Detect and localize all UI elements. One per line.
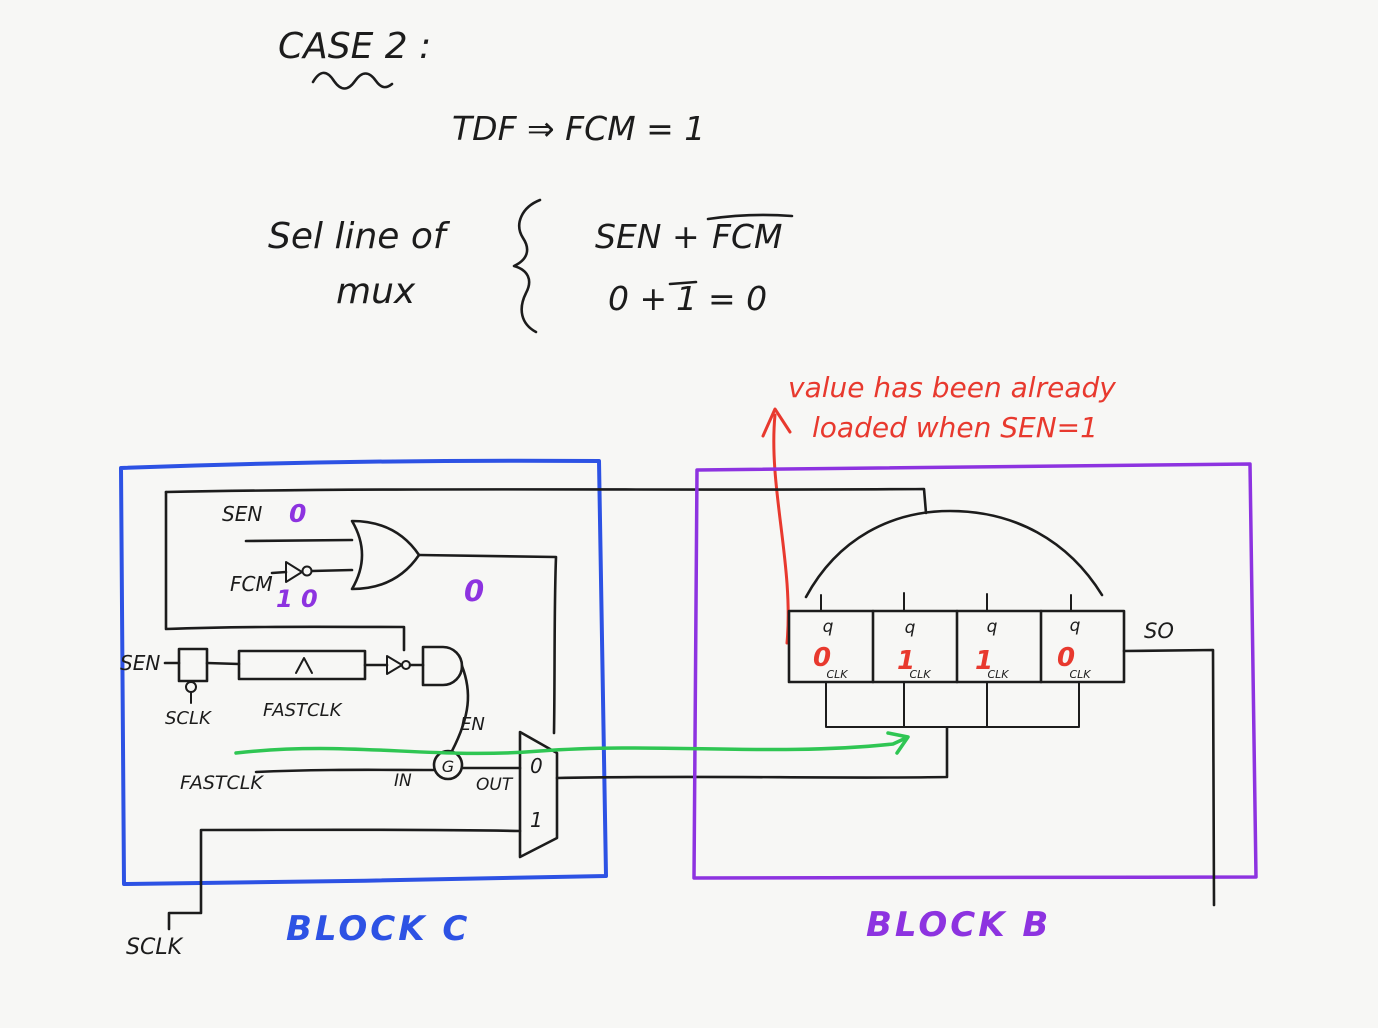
red-arrow-head-icon [761, 407, 792, 438]
block-c-label: BLOCK C [286, 909, 470, 949]
underline-squiggle [311, 71, 394, 90]
green-arrow [234, 731, 910, 756]
latch-bubble-icon [185, 681, 197, 693]
annotation-line-2: loaded when SEN=1 [812, 411, 1098, 444]
one-overline [668, 280, 698, 286]
dome-ticks [820, 592, 1072, 612]
mux-output-wire [555, 726, 949, 780]
red-annotation: value has been already loaded when SEN=1 [761, 371, 1116, 645]
cell-clk-label: CLK [909, 668, 931, 681]
sen-plus-text: SEN + [595, 217, 700, 256]
so-label: SO [1144, 619, 1174, 643]
fcm-wire-a [270, 570, 288, 575]
sclk-label: SCLK [165, 708, 212, 729]
g-latch-label: G [442, 757, 454, 776]
fastclk2-label: FASTCLK [180, 772, 264, 794]
or-output-value: 0 [464, 574, 484, 608]
green-arrow-shaft [234, 736, 908, 756]
cell-clk-label: CLK [826, 668, 848, 681]
fastclk-wire [254, 768, 435, 774]
cell-clk-label: CLK [1069, 668, 1091, 681]
fcm-overline [706, 213, 794, 221]
sel-line-text-2: mux [336, 271, 416, 312]
red-arrow-shaft [772, 413, 790, 645]
cell-value: 0 [813, 643, 831, 673]
block-c-border [119, 458, 608, 886]
cell-value: 0 [1057, 643, 1075, 673]
cell-clk-label: CLK [987, 668, 1009, 681]
or-gate-icon [350, 519, 421, 591]
out-label: OUT [476, 775, 514, 795]
cell-q-label: q [905, 618, 916, 638]
annotation-line-1: value has been already [788, 371, 1116, 404]
top-notes: CASE 2 : TDF ⇒ FCM = 1 Sel line of mux S… [268, 26, 794, 334]
and-gate-icon [421, 645, 464, 687]
wire-to-delay [205, 661, 241, 666]
scan-top-wire [164, 487, 928, 515]
one-bar-text: 1 [676, 279, 697, 318]
enable-wire [450, 664, 470, 753]
g-latch-icon [432, 749, 464, 781]
fcm-values: 1 0 [276, 585, 318, 613]
block-c: SEN 0 FCM 1 0 0 SEN SCLK FASTCLK EN [119, 458, 949, 949]
zero-plus-text: 0 + [608, 279, 667, 318]
delay-box [237, 649, 367, 681]
fastclk-label: FASTCLK [263, 700, 343, 721]
block-b-border [692, 462, 1258, 880]
sen-wire [244, 538, 354, 543]
in-label: IN [394, 771, 412, 791]
inverter-bubble-icon [301, 565, 313, 577]
fcm-bar-text: FCM [712, 217, 783, 256]
sel-line-text-1: Sel line of [268, 216, 451, 257]
fcm-label: FCM [230, 572, 273, 596]
green-arrow-head-icon [886, 731, 910, 755]
inverter2-icon [386, 655, 403, 675]
inner-box [164, 490, 406, 652]
inverter-icon [285, 561, 303, 583]
cell-q-label: q [823, 617, 834, 637]
block-b-label: BLOCK B [866, 905, 1051, 945]
equals-zero-text: = 0 [708, 279, 767, 318]
mux-input1-label: 1 [530, 808, 543, 832]
scan-chain-box [787, 609, 1126, 684]
case-title: CASE 2 : [278, 26, 431, 67]
fcm-wire-b [310, 568, 354, 573]
latch-box-icon [177, 647, 209, 683]
sen-value: 0 [289, 499, 306, 528]
tdf-equation: TDF ⇒ FCM = 1 [452, 109, 705, 148]
sen2-label: SEN [120, 651, 160, 675]
cell-q-label: q [987, 617, 998, 637]
cell-value: 1 [975, 646, 993, 676]
so-wire [1122, 648, 1216, 907]
logic-dome [804, 509, 1104, 599]
clk-routing [825, 681, 1080, 728]
sclk-return-wire [167, 828, 522, 931]
sen-label: SEN [222, 502, 262, 526]
sclk-bottom-label: SCLK [126, 935, 184, 960]
cell-value: 1 [897, 646, 915, 676]
block-b: q q q q 0 1 1 0 CLK CLK CLK CLK SO BLOCK… [692, 462, 1258, 945]
mux-icon [518, 730, 559, 859]
brace [512, 198, 542, 334]
en-label: EN [460, 714, 485, 735]
cell-q-label: q [1070, 616, 1081, 636]
mux-input0-label: 0 [530, 754, 543, 778]
pulse-icon [295, 657, 313, 674]
or-output-wire [417, 553, 558, 735]
